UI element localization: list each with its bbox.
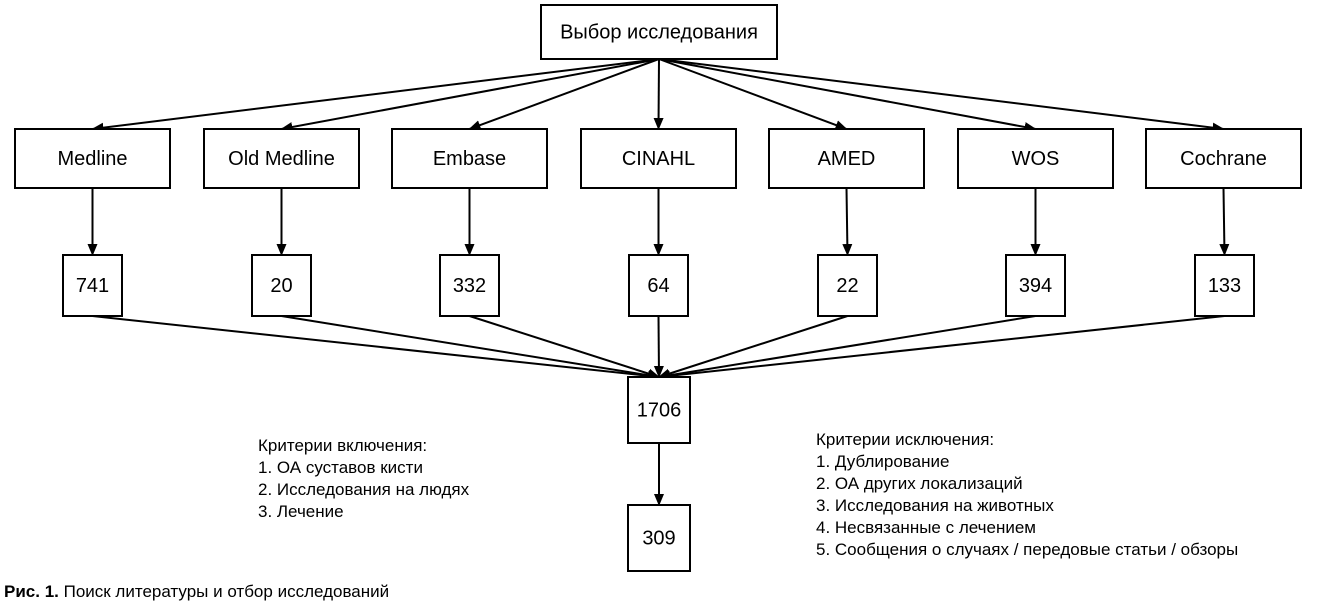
node-total — [627, 376, 691, 444]
node-count-medline — [62, 254, 123, 317]
node-db-wos — [957, 128, 1114, 189]
exclusion-title: Критерии исключения: — [816, 430, 995, 449]
edge-top-to-medline — [91, 58, 660, 133]
inclusion-item-2: 2. Исследования на людях — [258, 480, 470, 499]
node-final — [627, 504, 691, 572]
edge-top-to-embase — [468, 58, 660, 130]
node-count-embase-value: 332 — [453, 275, 486, 297]
node-db-medline — [14, 128, 171, 189]
node-study-selection — [540, 4, 778, 60]
figure-caption: Рис. 1. Поиск литературы и отбор исследо… — [4, 582, 389, 602]
node-count-wos-value: 394 — [1019, 275, 1052, 297]
node-study-selection-label: Выбор исследования — [560, 21, 758, 43]
node-db-embase-label: Embase — [433, 148, 506, 170]
inclusion-title: Критерии включения: — [258, 436, 428, 455]
edge-top-to-cinahl — [653, 58, 664, 130]
node-count-cinahl — [628, 254, 689, 317]
edge-cinahl-count-to-total — [653, 315, 664, 378]
node-db-cochrane-label: Cochrane — [1180, 148, 1267, 170]
node-db-medline-label: Medline — [57, 148, 127, 170]
inclusion-item-3: 3. Лечение — [258, 502, 344, 521]
exclusion-item-5: 5. Сообщения о случаях / передовые стать… — [816, 540, 1239, 559]
edge-cochrane-count-to-total — [658, 315, 1225, 381]
edge-top-to-amed — [658, 58, 848, 130]
edge-top-to-wos — [658, 58, 1037, 132]
edge-old-medline-count-to-total — [281, 315, 660, 381]
edge-top-to-cochrane — [658, 58, 1225, 133]
node-final-value: 309 — [642, 527, 675, 549]
node-count-medline-value: 741 — [76, 275, 109, 297]
node-db-amed — [768, 128, 925, 189]
node-count-embase — [439, 254, 500, 317]
node-count-cochrane-value: 133 — [1208, 275, 1241, 297]
inclusion-criteria: Критерии включения: 1. ОА суставов кисти… — [258, 435, 469, 523]
node-db-old-medline — [203, 128, 360, 189]
caption-text: Поиск литературы и отбор исследований — [58, 582, 390, 601]
edge-top-to-old-medline — [280, 58, 660, 132]
inclusion-item-1: 1. ОА суставов кисти — [258, 458, 423, 477]
node-db-old-medline-label: Old Medline — [228, 148, 335, 170]
connectors — [87, 58, 1230, 506]
node-db-cochrane — [1145, 128, 1302, 189]
exclusion-criteria: Критерии исключения: 1. Дублирование 2. … — [816, 429, 1238, 561]
exclusion-item-2: 2. ОА других локализаций — [816, 474, 1023, 493]
node-count-old-medline — [251, 254, 312, 317]
edge-embase-count-to-total — [469, 315, 660, 379]
node-db-cinahl — [580, 128, 737, 189]
edge-wos-count-to-total — [658, 315, 1036, 381]
edge-amed-to-count — [842, 187, 853, 256]
edge-amed-count-to-total — [658, 315, 848, 379]
node-db-wos-label: WOS — [1012, 148, 1060, 170]
exclusion-item-3: 3. Исследования на животных — [816, 496, 1054, 515]
node-count-cinahl-value: 64 — [647, 275, 669, 297]
node-db-amed-label: AMED — [818, 148, 876, 170]
edge-cochrane-to-count — [1219, 187, 1230, 256]
exclusion-item-1: 1. Дублирование — [816, 452, 950, 471]
node-db-embase — [391, 128, 548, 189]
caption-prefix: Рис. 1. — [4, 582, 59, 601]
node-count-amed — [817, 254, 878, 317]
edge-medline-count-to-total — [92, 315, 660, 381]
exclusion-item-4: 4. Несвязанные с лечением — [816, 518, 1036, 537]
node-count-old-medline-value: 20 — [270, 275, 292, 297]
node-count-amed-value: 22 — [836, 275, 858, 297]
node-count-cochrane — [1194, 254, 1255, 317]
node-count-wos — [1005, 254, 1066, 317]
node-total-value: 1706 — [637, 399, 682, 421]
node-db-cinahl-label: CINAHL — [622, 148, 695, 170]
